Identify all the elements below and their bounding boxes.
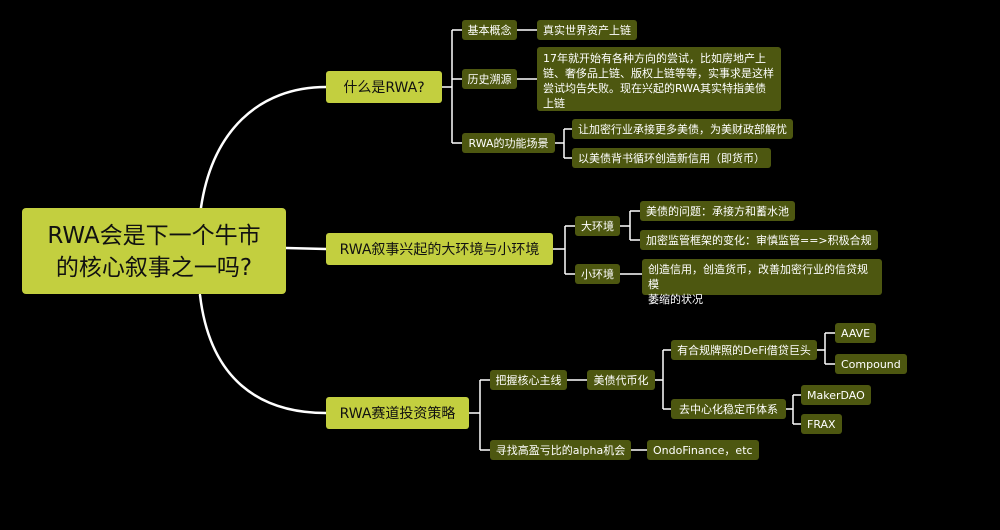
leaf-frax[interactable]: FRAX xyxy=(801,414,842,434)
edge-b1-fanout xyxy=(442,30,453,143)
edge-root-b3 xyxy=(198,293,328,415)
branch-investment-strategy[interactable]: RWA赛道投资策略 xyxy=(326,397,469,429)
leaf-use-case-2[interactable]: 以美债背书循环创造新信用（即货币） xyxy=(572,148,771,168)
node-rwa-use-cases[interactable]: RWA的功能场景 xyxy=(462,133,555,153)
edge-root-b1 xyxy=(198,85,328,217)
leaf-macro-2[interactable]: 加密监管框架的变化：审慎监管==>积极合规 xyxy=(640,230,878,250)
node-micro-environment[interactable]: 小环境 xyxy=(575,264,620,284)
node-history[interactable]: 历史溯源 xyxy=(462,69,517,89)
leaf-compound[interactable]: Compound xyxy=(835,354,907,374)
leaf-micro-detail[interactable]: 创造信用，创造货币，改善加密行业的信贷规模 萎缩的状况 xyxy=(642,259,882,306)
node-core-mainline[interactable]: 把握核心主线 xyxy=(490,370,567,390)
node-decentralized-stablecoin[interactable]: 去中心化稳定币体系 xyxy=(671,399,786,419)
leaf-makerdao[interactable]: MakerDAO xyxy=(801,385,871,405)
leaf-aave[interactable]: AAVE xyxy=(835,323,877,343)
leaf-micro-detail-line2: 萎缩的状况 xyxy=(648,293,703,306)
leaf-micro-detail-line1: 创造信用，创造货币，改善加密行业的信贷规模 xyxy=(648,263,868,291)
node-treasury-tokenization[interactable]: 美债代币化 xyxy=(587,370,655,390)
edge-root-b2 xyxy=(284,246,328,251)
leaf-basic-concept-detail[interactable]: 真实世界资产上链 xyxy=(537,20,637,40)
node-defi-lending-giants[interactable]: 有合规牌照的DeFi借贷巨头 xyxy=(671,340,817,360)
leaf-history-detail[interactable]: 17年就开始有各种方向的尝试，比如房地产上链、奢侈品上链、版权上链等等，实事求是… xyxy=(537,47,781,111)
node-basic-concept[interactable]: 基本概念 xyxy=(462,20,517,40)
root-topic-line2: 的核心叙事之一吗? xyxy=(55,255,253,281)
branch-macro-micro-environment[interactable]: RWA叙事兴起的大环境与小环境 xyxy=(326,233,553,265)
node-macro-environment[interactable]: 大环境 xyxy=(575,216,620,236)
leaf-use-case-1[interactable]: 让加密行业承接更多美债，为美财政部解忧 xyxy=(572,119,793,139)
root-topic-line1: RWA会是下一个牛市 xyxy=(47,223,261,249)
node-alpha-opportunity[interactable]: 寻找高盈亏比的alpha机会 xyxy=(490,440,631,460)
leaf-ondofinance[interactable]: OndoFinance，etc xyxy=(647,440,759,460)
root-topic[interactable]: RWA会是下一个牛市 的核心叙事之一吗? xyxy=(22,208,286,294)
branch-what-is-rwa[interactable]: 什么是RWA? xyxy=(326,71,442,103)
leaf-macro-1[interactable]: 美债的问题：承接方和蓄水池 xyxy=(640,201,795,221)
